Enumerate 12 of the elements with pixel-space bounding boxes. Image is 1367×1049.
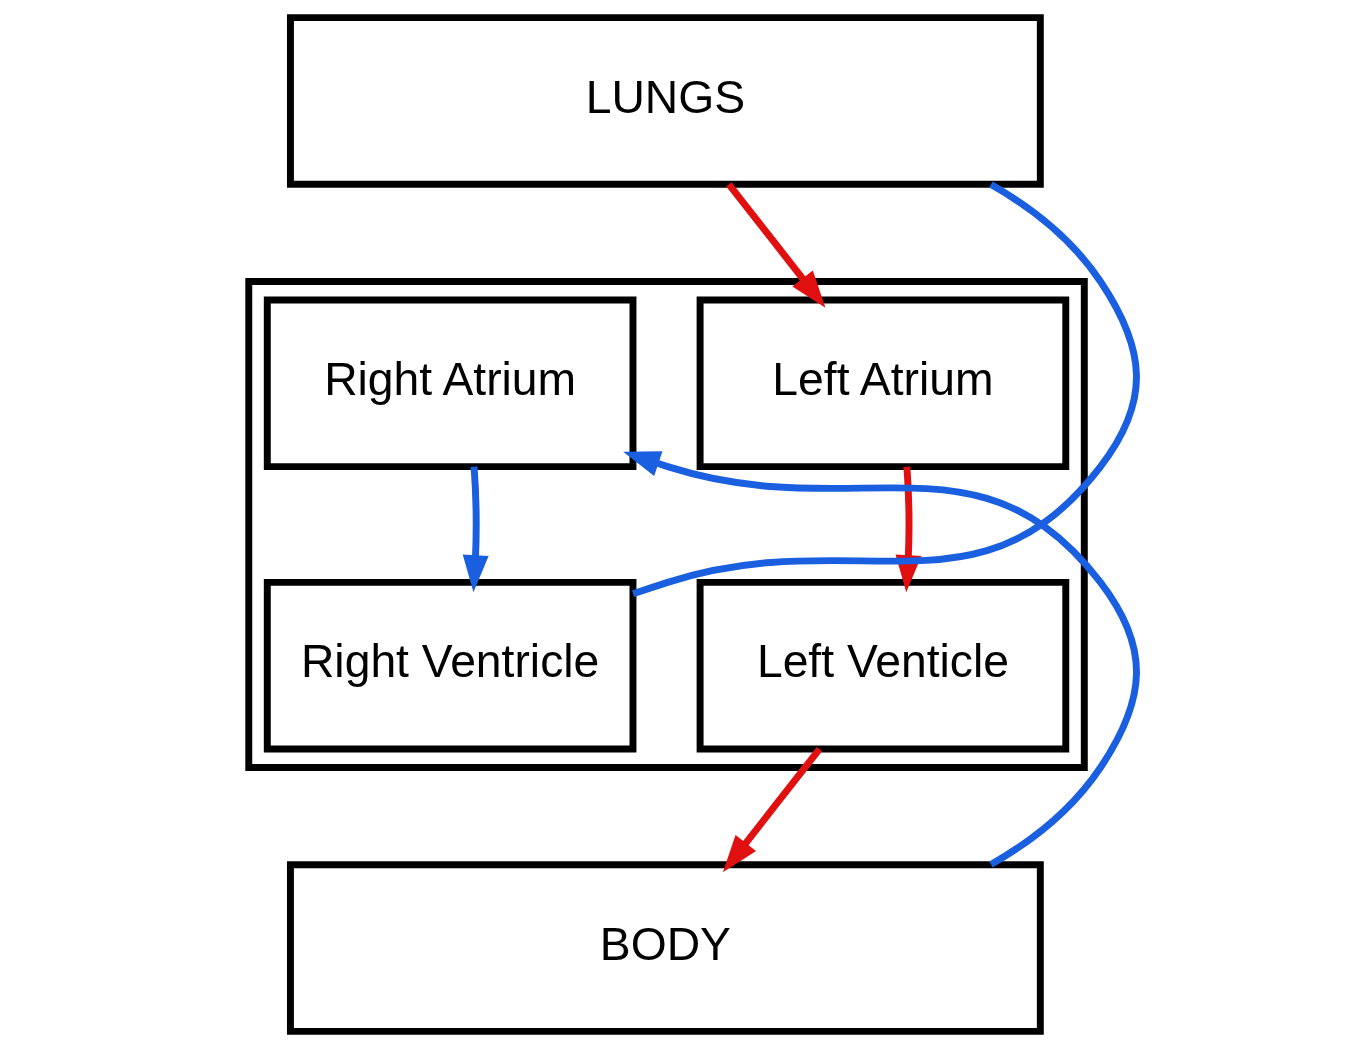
node-box: BODY <box>286 861 1044 1035</box>
arrow <box>623 451 1140 868</box>
node-box: Right Atrium <box>263 296 637 471</box>
arrow <box>722 746 823 873</box>
cluster <box>245 278 1088 771</box>
node-box: Left Venticle <box>696 578 1070 753</box>
arrow <box>462 466 489 593</box>
node-box: Right Ventricle <box>263 578 637 753</box>
node-box: Left Atrium <box>696 296 1070 471</box>
node-box: LUNGS <box>286 14 1044 188</box>
connector <box>631 181 1140 598</box>
arrow <box>726 182 826 308</box>
